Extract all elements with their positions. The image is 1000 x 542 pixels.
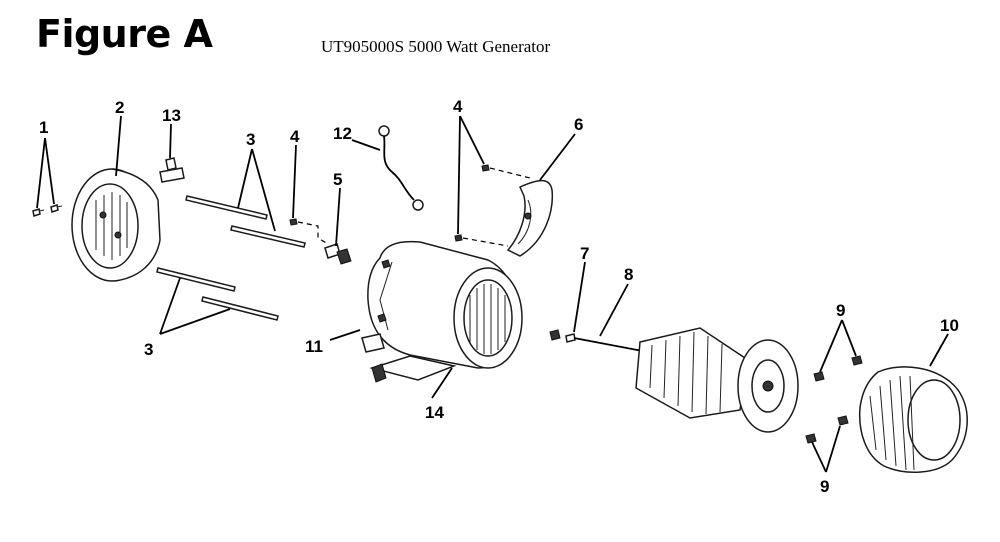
callout-10: 10: [940, 316, 959, 335]
part-6-brush-cover: [506, 179, 554, 257]
callout-13: 13: [162, 106, 181, 125]
part-13-bracket: [159, 157, 185, 183]
part-4-screw-left: [289, 218, 329, 245]
callout-labels: 1 2 13 3 4 12 5 4 6 3 11 14 7 8 9 10 9: [39, 97, 959, 496]
callout-11: 11: [305, 337, 323, 356]
callout-4-right: 4: [453, 97, 463, 116]
callout-9-top: 9: [836, 301, 845, 320]
figure-subtitle: UT905000S 5000 Watt Generator: [321, 37, 551, 56]
callout-1: 1: [39, 118, 48, 137]
callout-12: 12: [333, 124, 352, 143]
part-7-bolt: [549, 329, 576, 343]
part-9-screws: [805, 355, 863, 444]
part-3-through-bolts: [156, 195, 306, 321]
figure-title: Figure A: [36, 12, 213, 56]
part-1-screws: [32, 204, 63, 217]
part-5-connector: [324, 243, 352, 265]
part-12-wire-lead: [378, 125, 424, 211]
part-14-base-mount: [369, 355, 457, 383]
leader-lines: [36, 115, 949, 473]
callout-3-top: 3: [246, 130, 255, 149]
callout-4-left: 4: [290, 127, 300, 146]
part-4-screws-right: [454, 164, 531, 247]
part-11-stator-housing: [361, 240, 523, 369]
callout-2: 2: [115, 98, 124, 117]
callout-8: 8: [624, 265, 633, 284]
callout-3-bottom: 3: [144, 340, 153, 359]
part-8-rotor: [573, 327, 799, 433]
callout-5: 5: [333, 170, 342, 189]
callout-14: 14: [425, 403, 444, 422]
part-2-end-cover: [71, 168, 161, 282]
callout-6: 6: [574, 115, 583, 134]
callout-9-bottom: 9: [820, 477, 829, 496]
part-10-end-bell: [858, 366, 968, 473]
callout-7: 7: [580, 244, 589, 263]
